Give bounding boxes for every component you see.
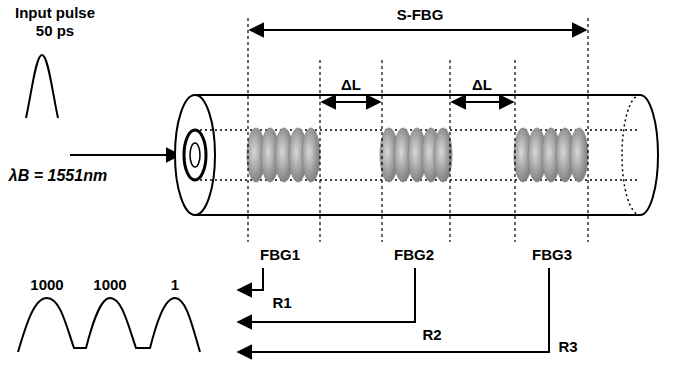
reflection-arrow: [238, 268, 549, 352]
guide-lines: [248, 18, 588, 242]
wavelength-label: λB = 1551nm: [9, 166, 107, 185]
grating-label: FBG3: [532, 246, 572, 264]
amplitude-label: 1000: [30, 276, 63, 294]
s-fbg-dimension: [250, 29, 586, 31]
reflection-label: R2: [422, 326, 441, 344]
grating-label: FBG2: [394, 246, 434, 264]
grating-fbg3: [514, 128, 588, 182]
reflection-label: R1: [272, 294, 291, 312]
dimension-label: ΔL: [341, 76, 361, 94]
dimension-label: ΔL: [472, 76, 492, 94]
reflection-label: R3: [558, 338, 577, 356]
delta-l-dimension: [322, 101, 380, 103]
grating-fbg1: [247, 128, 320, 182]
grating-fbg2: [380, 128, 452, 182]
input-arrow: [70, 154, 180, 156]
component-label: S-FBG: [397, 6, 444, 24]
reflected-pulses: [18, 298, 200, 352]
amplitude-label: 1: [171, 276, 179, 294]
grating-label: FBG1: [260, 246, 300, 264]
fiber: [175, 95, 658, 215]
delta-l-dimension: [452, 101, 513, 103]
reflection-arrow: [238, 268, 415, 322]
reflection-arrow: [238, 268, 263, 290]
input-pulse-label: Input pulse 50 ps: [7, 4, 103, 40]
input-pulse: [26, 55, 58, 118]
amplitude-label: 1000: [93, 276, 126, 294]
